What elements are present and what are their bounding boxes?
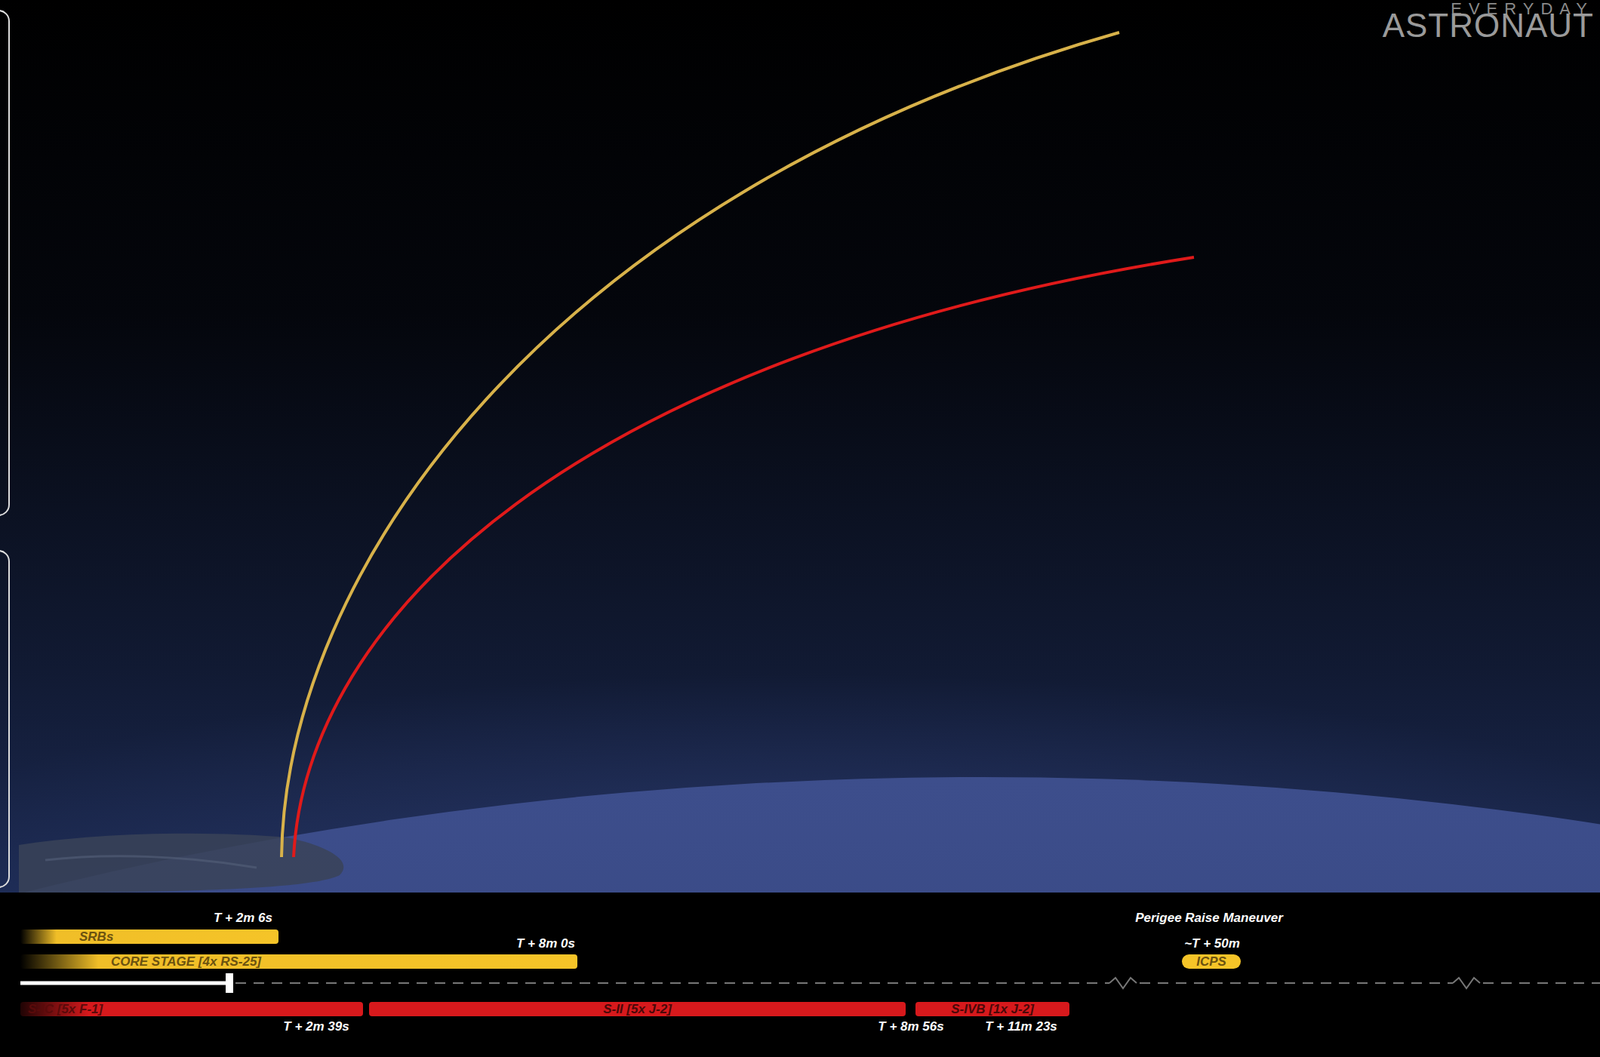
event-label: Perigee Raise Maneuver [1135,910,1284,927]
time-label: T + 8m 0s [516,936,576,952]
s-ic-bar: S-IC [5x F-1] [20,1002,364,1017]
time-label: T + 11m 23s [984,1019,1058,1035]
timeline-dash [1483,982,1600,985]
side-panel [0,550,10,888]
sky [0,0,1600,893]
time-label: ~T + 50m [1184,936,1240,952]
stage-label: S-II [5x J-2] [603,1002,672,1017]
timeline-ground [0,892,1600,1057]
stage-label: CORE STAGE [4x RS-25] [110,954,262,970]
land-detail [45,856,257,868]
saturn-v-trajectory [293,257,1194,858]
time-label: T + 2m 6s [213,910,273,927]
time-label: T + 2m 39s [283,1019,349,1035]
srb-bar: SRBs [20,929,279,945]
stage-label: ICPS [1196,954,1227,970]
timeline-break [1109,978,1137,989]
timeline-dash [235,982,1110,985]
side-panel [0,10,10,516]
earth-limb [0,777,1600,1057]
s-ii-bar: S-II [5x J-2] [369,1002,906,1017]
s-ivb-bar: S-IVB [1x J-2] [915,1002,1070,1017]
stage-label: S-IC [5x F-1] [27,1002,103,1017]
core-stage-bar: CORE STAGE [4x RS-25] [20,954,578,970]
watermark: ASTRONAUT [1382,18,1594,34]
progress-line [20,981,230,986]
stage-label: S-IVB [1x J-2] [950,1002,1034,1017]
time-label: T + 8m 56s [877,1019,944,1035]
timeline-dash [1139,982,1453,985]
icps-pill: ICPS [1181,954,1241,970]
progress-handle [225,973,234,994]
stage-label: SRBs [79,929,114,945]
timeline-break [1452,978,1480,989]
sls-trajectory [281,32,1120,858]
watermark: EVERYDAY [1450,1,1594,17]
